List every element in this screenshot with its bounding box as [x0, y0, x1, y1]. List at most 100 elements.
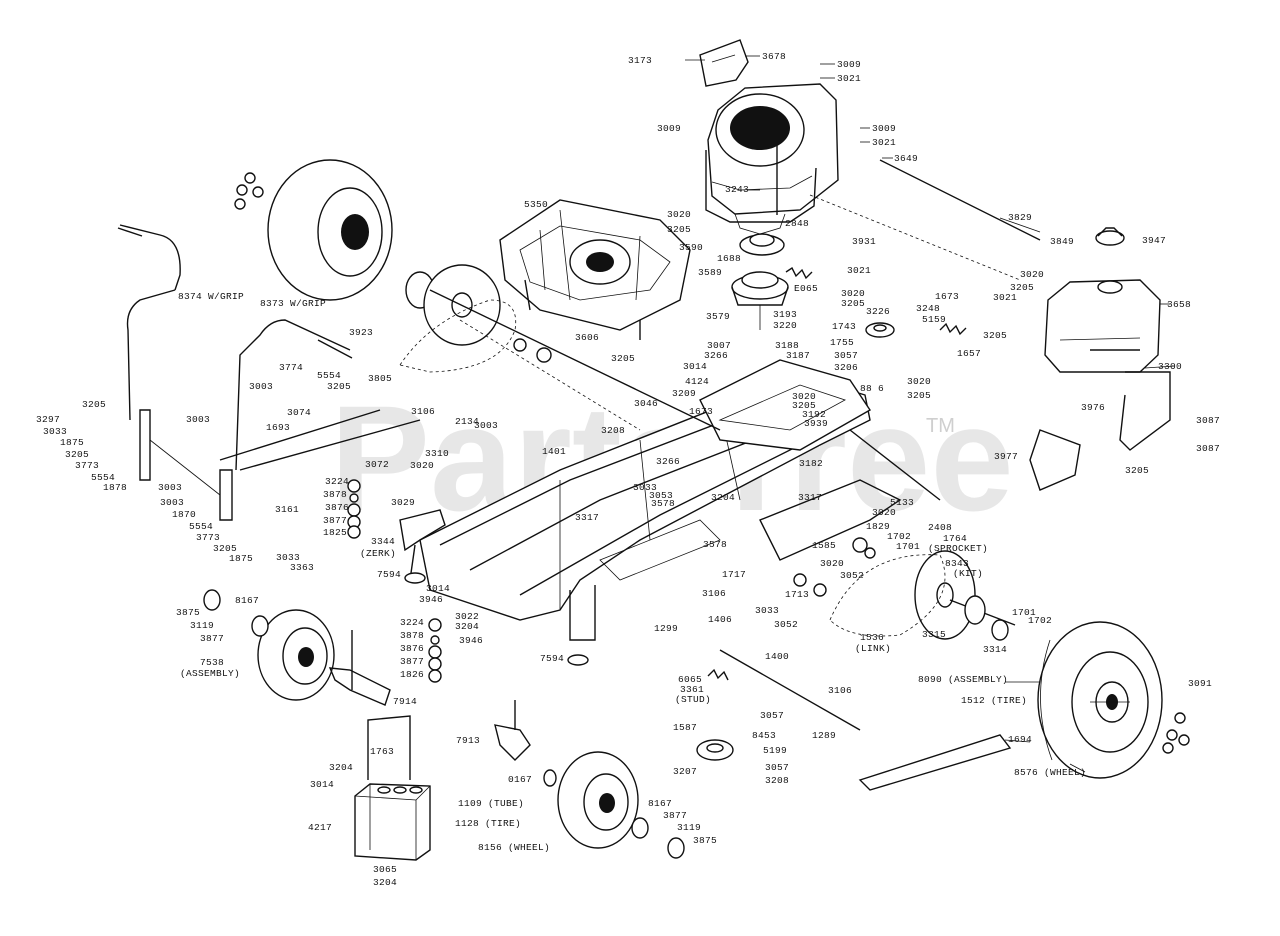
part-label: 3208	[765, 775, 789, 786]
battery	[354, 783, 431, 861]
part-label: 8090 (ASSEMBLY)	[918, 674, 1008, 685]
part-label: 3204	[455, 621, 479, 632]
leader-lines	[685, 55, 1176, 773]
part-label: 0167	[508, 774, 532, 785]
part-label: 3020	[792, 391, 816, 402]
spindle-left	[328, 630, 391, 706]
part-label: 3317	[798, 492, 822, 503]
handle-right	[235, 319, 353, 471]
part-label: 3014	[426, 583, 450, 594]
part-label: 3877	[323, 515, 347, 526]
part-label: 3173	[628, 55, 652, 66]
chain-left	[399, 299, 517, 373]
part-label: 3072	[365, 459, 389, 470]
part-label: 3923	[349, 327, 373, 338]
fuel-tank	[1044, 279, 1161, 373]
part-label: 5554	[91, 472, 115, 483]
part-label: 3020	[667, 209, 691, 220]
part-label: 1400	[765, 651, 789, 662]
part-label: 1109 (TUBE)	[458, 798, 524, 809]
part-label: 3188	[775, 340, 799, 351]
part-label: 1875	[229, 553, 253, 564]
part-label: 3248	[916, 303, 940, 314]
part-label: (STUD)	[675, 694, 711, 705]
engine-bracket	[699, 39, 749, 87]
part-label: 3224	[325, 476, 349, 487]
part-label: 3106	[411, 406, 435, 417]
part-label: 1694	[1008, 734, 1032, 745]
part-label: 3658	[1167, 299, 1191, 310]
battery-holder	[367, 715, 411, 780]
part-label: 3317	[575, 512, 599, 523]
part-label: 3003	[474, 420, 498, 431]
part-label: 1536	[860, 632, 884, 643]
handle-left	[117, 224, 181, 421]
part-label: 3021	[847, 265, 871, 276]
part-label: 3877	[200, 633, 224, 644]
part-label: 1128 (TIRE)	[455, 818, 521, 829]
part-label: 5133	[890, 497, 914, 508]
part-label: 8156 (WHEEL)	[478, 842, 550, 853]
part-label: 3589	[698, 267, 722, 278]
part-label: 3087	[1196, 415, 1220, 426]
part-label: 1406	[708, 614, 732, 625]
part-label: 3052	[774, 619, 798, 630]
part-label: 3007	[707, 340, 731, 351]
part-label: 1743	[832, 321, 856, 332]
part-label: 3976	[1081, 402, 1105, 413]
part-label: 3003	[186, 414, 210, 425]
part-label: 3977	[994, 451, 1018, 462]
part-label: (KIT)	[953, 568, 983, 579]
part-label: 3009	[872, 123, 896, 134]
part-label: 1701	[1012, 607, 1036, 618]
part-label: 3363	[290, 562, 314, 573]
transmission	[499, 199, 691, 340]
part-label: 3204	[373, 877, 397, 888]
part-label: 7914	[393, 696, 417, 707]
part-label: 8373 W/GRIP	[260, 298, 326, 309]
part-label: 1763	[370, 746, 394, 757]
part-label: 3021	[993, 292, 1017, 303]
part-label: 7594	[540, 653, 564, 664]
part-label: 3046	[634, 398, 658, 409]
part-label: 3579	[706, 311, 730, 322]
front-pivot	[404, 572, 589, 666]
part-label: 3021	[872, 137, 896, 148]
part-label: 3003	[160, 497, 184, 508]
part-label: 3361	[680, 684, 704, 695]
part-label: 3243	[725, 184, 749, 195]
control-rods	[219, 159, 1041, 731]
part-label: (SPROCKET)	[928, 543, 988, 554]
part-label: 3829	[1008, 212, 1032, 223]
part-label: 8343	[945, 558, 969, 569]
part-label: 8167	[648, 798, 672, 809]
idler-pulley	[696, 322, 895, 761]
springs	[707, 266, 967, 681]
part-label: 3205	[667, 224, 691, 235]
part-label: 3193	[773, 309, 797, 320]
part-label: 3020	[872, 507, 896, 518]
part-label: 3204	[711, 492, 735, 503]
hardware	[234, 172, 1190, 754]
part-label: 2408	[928, 522, 952, 533]
part-label: 3206	[834, 362, 858, 373]
rear-left-tire	[267, 159, 393, 301]
part-label: 1299	[654, 623, 678, 634]
part-label: 3161	[275, 504, 299, 515]
part-label: (ZERK)	[360, 548, 396, 559]
part-label: 1870	[172, 509, 196, 520]
part-label: 1512 (TIRE)	[961, 695, 1027, 706]
part-label: 2848	[785, 218, 809, 229]
right-front-wheel	[543, 751, 685, 859]
part-label: 3003	[158, 482, 182, 493]
part-label: 3774	[279, 362, 303, 373]
part-label: 1693	[266, 422, 290, 433]
part-label: 7913	[456, 735, 480, 746]
part-label: 3187	[786, 350, 810, 361]
part-label: 3220	[773, 320, 797, 331]
rear-left-hub	[405, 264, 721, 431]
part-label: 3074	[287, 407, 311, 418]
part-label: 3106	[828, 685, 852, 696]
part-label: 3947	[1142, 235, 1166, 246]
part-label: 3224	[400, 617, 424, 628]
